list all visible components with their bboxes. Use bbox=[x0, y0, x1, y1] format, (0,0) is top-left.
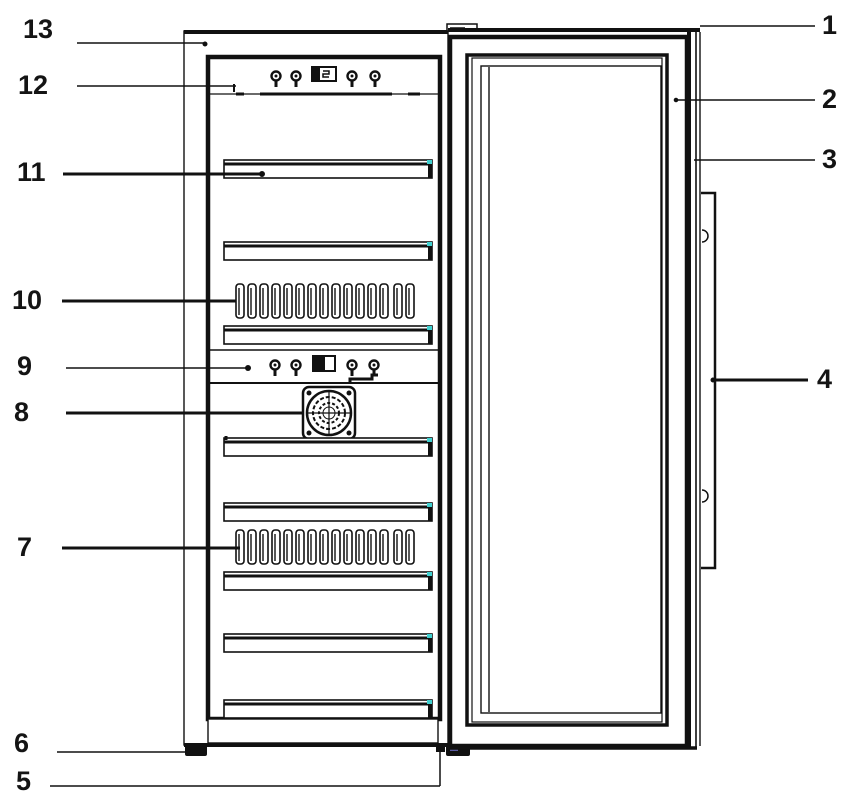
lower-shelves bbox=[222, 436, 434, 720]
leader-lines bbox=[50, 25, 815, 787]
lower-bottle-row bbox=[235, 529, 415, 565]
callout-1: 1 bbox=[822, 10, 838, 40]
glass-door bbox=[446, 23, 701, 750]
callout-10: 10 bbox=[12, 285, 43, 315]
callout-6: 6 bbox=[14, 728, 30, 758]
callout-7: 7 bbox=[17, 532, 33, 562]
upper-bottle-row bbox=[235, 283, 415, 319]
callout-12: 12 bbox=[18, 70, 49, 100]
middle-control-panel bbox=[210, 349, 438, 384]
top-control-panel bbox=[210, 66, 438, 96]
callout-5: 5 bbox=[16, 766, 32, 796]
callout-9: 9 bbox=[17, 351, 33, 381]
callout-8: 8 bbox=[14, 397, 30, 427]
callout-2: 2 bbox=[822, 84, 838, 114]
callout-11: 11 bbox=[17, 157, 46, 187]
callout-13: 13 bbox=[23, 14, 54, 44]
callout-3: 3 bbox=[822, 144, 838, 174]
callout-4: 4 bbox=[817, 364, 833, 394]
fan bbox=[301, 385, 357, 441]
